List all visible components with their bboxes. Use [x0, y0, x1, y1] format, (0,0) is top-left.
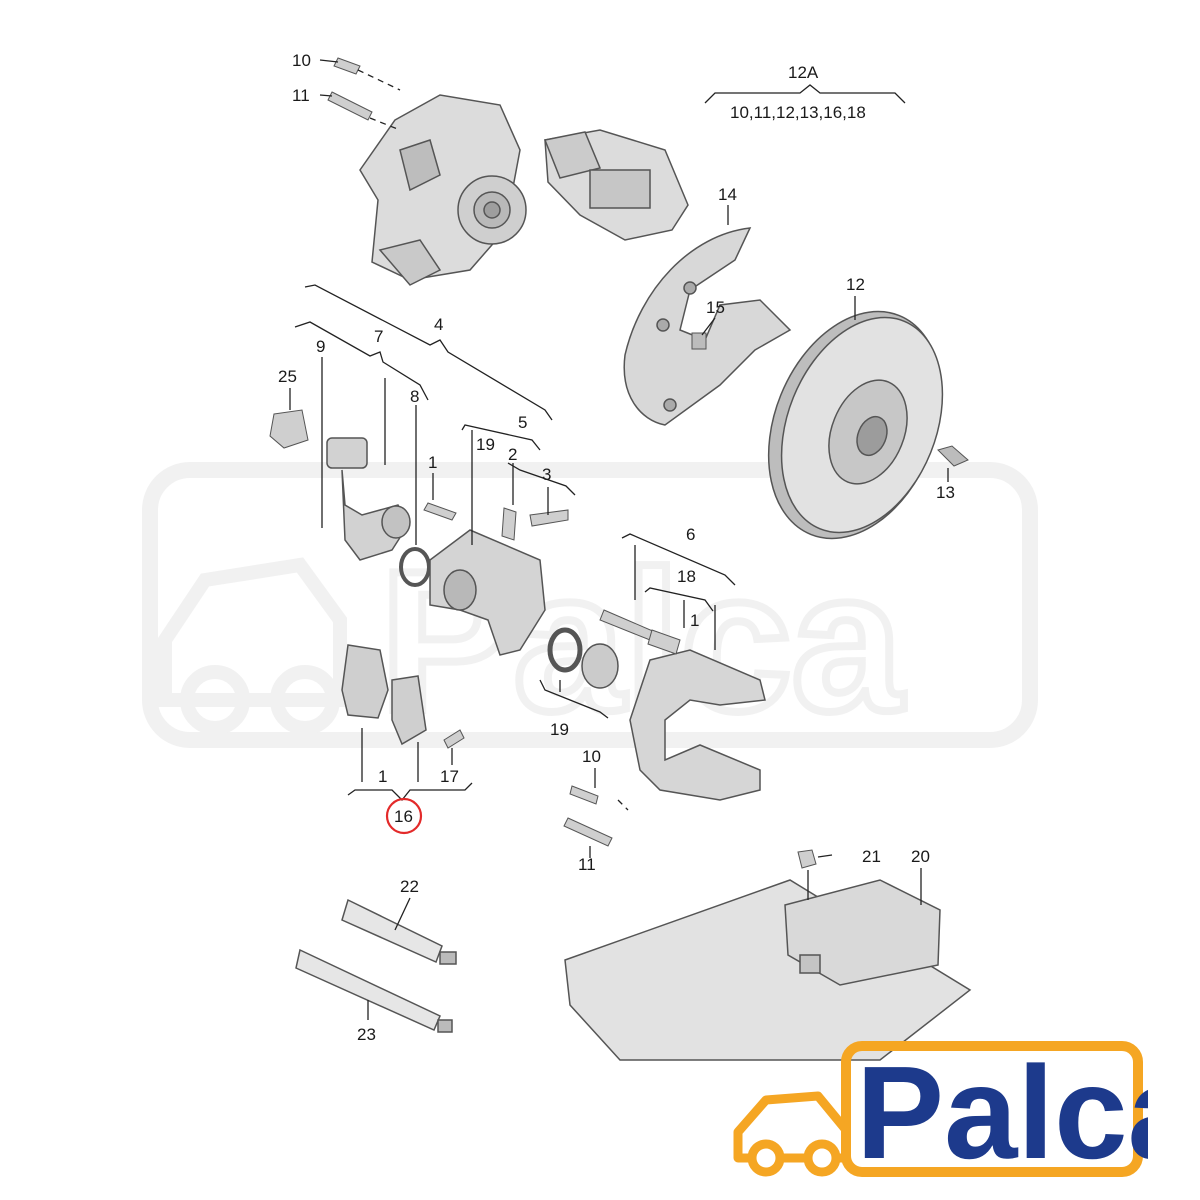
- label-22: 22: [400, 877, 419, 896]
- label-23: 23: [357, 1025, 376, 1044]
- dust-shield: [623, 227, 792, 426]
- bolt-13: [937, 445, 969, 467]
- label-5: 5: [518, 413, 527, 432]
- label-12a: 12A: [788, 63, 819, 82]
- label-12: 12: [846, 275, 865, 294]
- wheel-hub-knuckle: [359, 94, 527, 286]
- piston-seals: [547, 627, 619, 689]
- watermark-car-icon: [158, 557, 347, 735]
- label-8: 8: [410, 387, 419, 406]
- label-19-top: 19: [476, 435, 495, 454]
- caliper-top: [543, 129, 689, 241]
- label-10-bottom: 10: [582, 747, 601, 766]
- part-25: [269, 409, 309, 449]
- watermark: Palca: [142, 462, 1038, 757]
- label-15: 15: [706, 298, 725, 317]
- highlight-circle-16: [385, 797, 423, 835]
- brake-disc: [767, 310, 944, 540]
- label-10-top: 10: [292, 51, 311, 70]
- logo-frame: [841, 1041, 1143, 1177]
- seal-ring-8: [399, 547, 431, 587]
- label-1-pad: 1: [378, 767, 387, 786]
- logo-text: Palca: [856, 1040, 1148, 1180]
- label-14: 14: [718, 185, 737, 204]
- label-17: 17: [440, 767, 459, 786]
- label-2: 2: [508, 445, 517, 464]
- bolts-top-left: [327, 57, 373, 121]
- palca-logo: Palca: [728, 1039, 1200, 1186]
- label-11-top: 11: [292, 86, 310, 105]
- guide-pins: [423, 502, 569, 541]
- caliper-housing: [429, 529, 546, 656]
- control-unit: [784, 879, 941, 986]
- label-18: 18: [677, 567, 696, 586]
- label-12a-group: 10,11,12,13,16,18: [730, 103, 866, 122]
- bolt-15: [691, 332, 707, 350]
- label-7: 7: [374, 327, 383, 346]
- logo-car-icon: [733, 1091, 851, 1177]
- nut-21: [797, 849, 817, 869]
- clip-17: [443, 729, 465, 749]
- caliper-carrier: [629, 649, 766, 801]
- label-9: 9: [316, 337, 325, 356]
- label-4: 4: [434, 315, 443, 334]
- label-6: 6: [686, 525, 695, 544]
- leader-lines: [289, 59, 949, 1020]
- label-1-a: 1: [428, 453, 437, 472]
- mounting-floor: [564, 879, 972, 1061]
- carrier-bolts: [563, 609, 681, 847]
- label-21: 21: [862, 847, 881, 866]
- label-20: 20: [911, 847, 930, 866]
- label-3: 3: [542, 465, 551, 484]
- label-13: 13: [936, 483, 955, 502]
- grease-tubes: [295, 898, 457, 1033]
- label-16: 16: [394, 807, 413, 826]
- brake-pads: [341, 644, 427, 746]
- label-1-b: 1: [690, 611, 699, 630]
- label-25: 25: [278, 367, 297, 386]
- label-11-bottom: 11: [578, 855, 596, 874]
- label-19-bottom: 19: [550, 720, 569, 739]
- caliper-motor: [326, 437, 411, 561]
